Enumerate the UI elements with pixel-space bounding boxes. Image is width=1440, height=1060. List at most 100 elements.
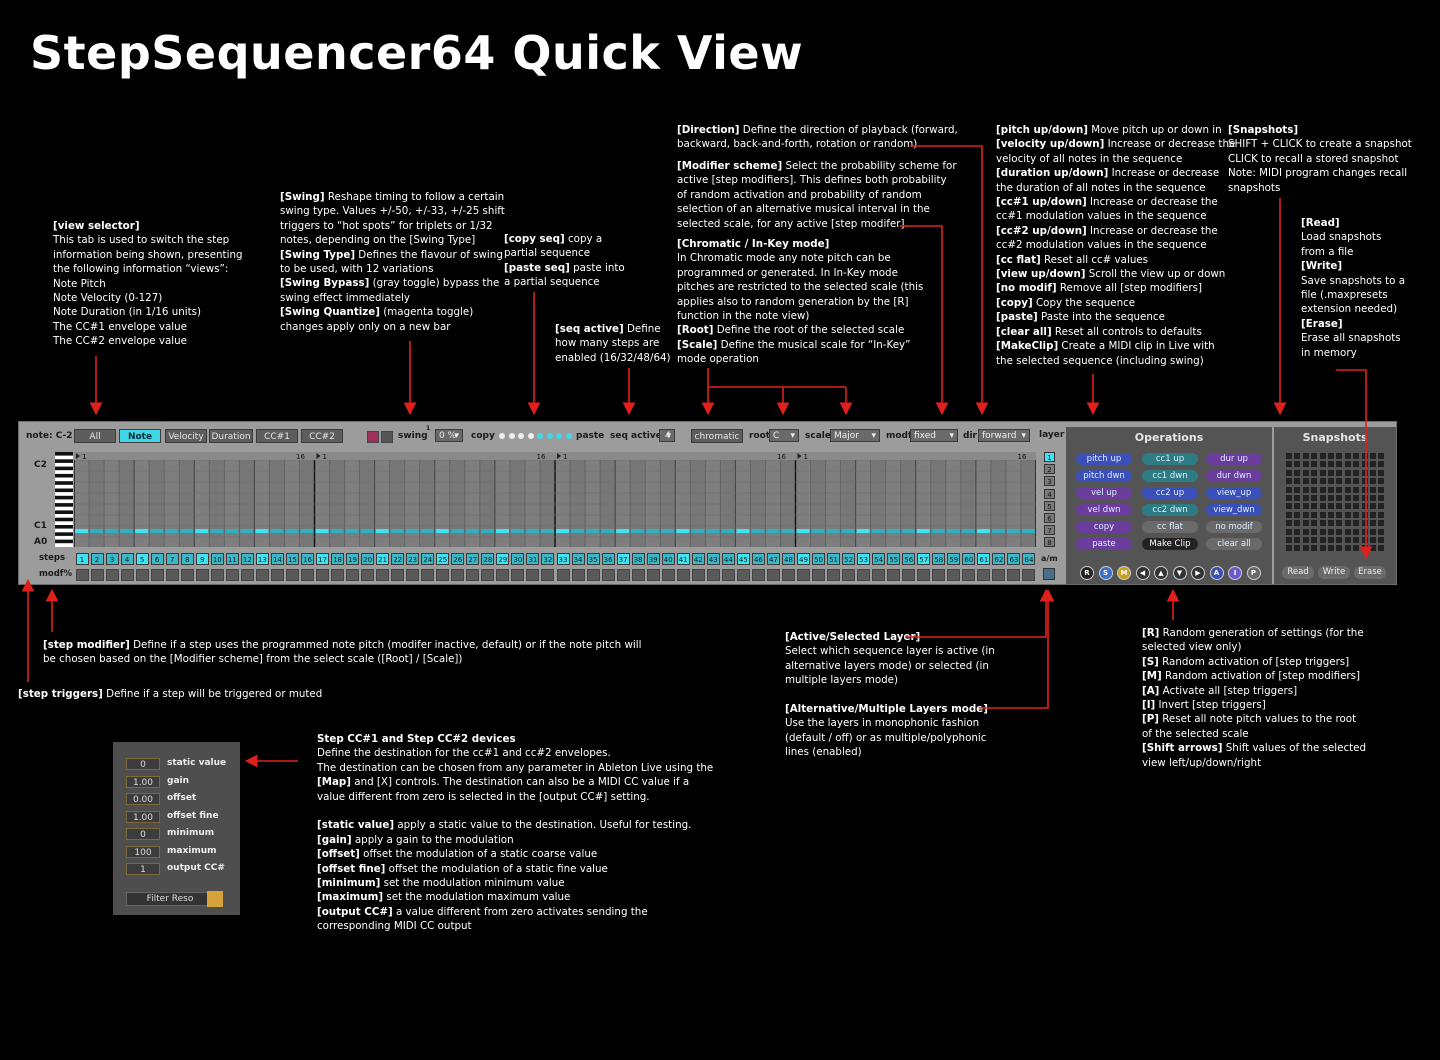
snapshot-slot[interactable] [1302, 486, 1309, 493]
step-modifier[interactable] [571, 569, 585, 581]
step-trigger[interactable]: 54 [872, 553, 886, 565]
step-modifier[interactable] [361, 569, 375, 581]
snapshot-slot[interactable] [1353, 453, 1360, 459]
snapshot-slot[interactable] [1370, 528, 1376, 535]
snapshot-slot[interactable] [1328, 503, 1334, 510]
snapshot-slot[interactable] [1328, 495, 1334, 501]
alt-multi-layer-toggle[interactable] [1043, 568, 1055, 580]
make-clip-button[interactable]: Make Clip [1142, 538, 1198, 550]
snapshot-slot[interactable] [1286, 520, 1292, 527]
snapshot-slot[interactable] [1378, 495, 1385, 501]
snapshot-slot[interactable] [1286, 453, 1292, 459]
snapshot-slot[interactable] [1344, 511, 1351, 518]
step-trigger[interactable]: 2 [90, 553, 104, 565]
step-modifier[interactable] [812, 569, 826, 581]
snapshot-slot[interactable] [1378, 461, 1385, 468]
step-modifier[interactable] [932, 569, 946, 581]
snapshot-slot[interactable] [1370, 520, 1376, 527]
pitch-up-button[interactable]: pitch up [1076, 453, 1132, 465]
step-modifier[interactable] [300, 569, 314, 581]
step-trigger[interactable]: 18 [331, 553, 345, 565]
step-modifier[interactable] [992, 569, 1006, 581]
copy-paste-segment[interactable] [527, 433, 534, 439]
snapshot-slot[interactable] [1286, 545, 1292, 552]
step-trigger[interactable]: 62 [992, 553, 1006, 565]
snapshot-slot[interactable] [1294, 469, 1301, 476]
step-modifier[interactable] [270, 569, 284, 581]
cc-value-maximum[interactable]: 100 [126, 845, 160, 858]
cc-value-minimum[interactable]: 0 [126, 828, 160, 840]
snapshot-slot[interactable] [1328, 520, 1334, 527]
step-modifier[interactable] [781, 569, 795, 581]
snapshot-slot[interactable] [1353, 528, 1360, 535]
step-modifier[interactable] [721, 569, 735, 581]
layer-5[interactable]: 5 [1044, 500, 1055, 511]
step-modifier[interactable] [706, 569, 720, 581]
snapshot-slot[interactable] [1378, 486, 1385, 493]
view-tab-velocity[interactable]: Velocity [165, 429, 207, 443]
snapshot-slot[interactable] [1302, 495, 1309, 501]
step-trigger[interactable]: 51 [827, 553, 841, 565]
snapshot-slot[interactable] [1328, 469, 1334, 476]
snapshot-slot[interactable] [1378, 520, 1385, 527]
step-modifier[interactable] [255, 569, 269, 581]
snapshot-slot[interactable] [1311, 453, 1318, 459]
root-select[interactable]: C [769, 429, 799, 443]
snapshot-slot[interactable] [1328, 461, 1334, 468]
dur-dwn-button[interactable]: dur dwn [1206, 470, 1262, 482]
step-trigger[interactable]: 43 [706, 553, 720, 565]
no-modif-button[interactable]: no modif [1206, 521, 1262, 533]
snapshot-slot[interactable] [1328, 486, 1334, 493]
step-modifier[interactable] [977, 569, 991, 581]
step-modifier[interactable] [601, 569, 615, 581]
copy-paste-segment[interactable] [508, 433, 515, 439]
step-modifier[interactable] [150, 569, 164, 581]
snapshot-slot[interactable] [1361, 511, 1368, 518]
step-trigger[interactable]: 28 [481, 553, 495, 565]
snapshot-slot[interactable] [1302, 478, 1309, 485]
snapshot-slot[interactable] [1370, 461, 1376, 468]
step-modifier[interactable] [391, 569, 405, 581]
snapshot-slot[interactable] [1286, 503, 1292, 510]
cc-flat-button[interactable]: cc flat [1142, 521, 1198, 533]
step-modifier[interactable] [541, 569, 555, 581]
step-modifier[interactable] [511, 569, 525, 581]
snapshot-slot[interactable] [1319, 495, 1326, 501]
snapshot-slot[interactable] [1344, 520, 1351, 527]
snapshot-slot[interactable] [1311, 528, 1318, 535]
snapshot-slot[interactable] [1378, 469, 1385, 476]
snapshot-slot[interactable] [1319, 503, 1326, 510]
write-button[interactable]: Write [1318, 566, 1350, 579]
op-circle-6[interactable]: ▶ [1191, 566, 1205, 580]
step-modifier[interactable] [481, 569, 495, 581]
snapshot-slot[interactable] [1370, 511, 1376, 518]
snapshot-slot[interactable] [1319, 469, 1326, 476]
snapshot-slot[interactable] [1286, 469, 1292, 476]
step-modifier[interactable] [210, 569, 224, 581]
swing-quantize-toggle[interactable] [367, 431, 379, 443]
view-tab-all[interactable]: All [74, 429, 116, 443]
snapshot-slot[interactable] [1336, 537, 1343, 543]
snapshot-slot[interactable] [1361, 453, 1368, 459]
step-modifier[interactable] [346, 569, 360, 581]
snapshot-slot[interactable] [1336, 528, 1343, 535]
snapshot-slot[interactable] [1370, 503, 1376, 510]
snapshot-slot[interactable] [1353, 486, 1360, 493]
snapshot-slot[interactable] [1336, 461, 1343, 468]
step-modifier[interactable] [616, 569, 630, 581]
snapshot-slot[interactable] [1319, 545, 1326, 552]
op-circle-0[interactable]: R [1080, 566, 1094, 580]
step-trigger[interactable]: 4 [120, 553, 134, 565]
cc2-up-button[interactable]: cc2 up [1142, 487, 1198, 499]
dur-up-button[interactable]: dur up [1206, 453, 1262, 465]
snapshot-slot[interactable] [1344, 495, 1351, 501]
step-modifier[interactable] [165, 569, 179, 581]
copy-paste-segment[interactable] [556, 433, 562, 439]
step-modifier[interactable] [751, 569, 765, 581]
snapshot-slot[interactable] [1336, 511, 1343, 518]
op-circle-5[interactable]: ▼ [1172, 566, 1187, 580]
snapshot-slot[interactable] [1344, 469, 1351, 476]
step-modifier[interactable] [872, 569, 886, 581]
snapshot-slot[interactable] [1311, 537, 1318, 543]
snapshot-slot[interactable] [1302, 537, 1309, 543]
